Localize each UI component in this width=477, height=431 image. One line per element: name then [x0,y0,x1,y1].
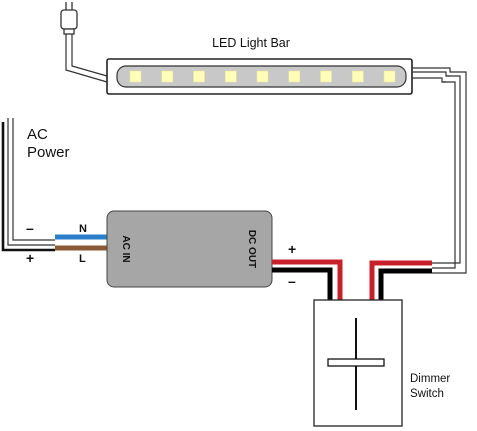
ac-power-label-line2: Power [27,144,70,161]
led-chip [225,70,237,83]
led-chip [288,70,301,83]
led-light-bar [106,58,413,95]
dc-out-label: DC OUT [246,230,257,268]
dc-wire-red [272,259,343,300]
ac-power-label-line1: AC [27,126,48,143]
led-bar-output-wire [412,67,467,274]
dc-plus-label: + [288,241,296,257]
dc-minus-label: – [288,273,296,289]
led-chip [320,70,332,83]
l-label: L [79,253,86,265]
dimmer-wire-red [369,260,432,300]
led-chip [383,70,396,83]
led-driver [106,210,273,288]
dc-wire-black [272,267,333,300]
dimmer-knob [327,358,385,367]
ac-wire-outer [1,122,55,252]
n-label: N [79,223,87,235]
ac-power-wires [1,118,107,252]
led-chip [129,70,142,83]
led-chip [161,70,174,83]
led-bar-label: LED Light Bar [212,36,290,50]
dimmer-label-line1: Dimmer [410,373,450,385]
dimmer-wire-black [378,268,432,300]
led-chips [129,70,396,83]
led-chip [351,70,364,83]
dimmer-label-line2: Switch [410,388,444,400]
plug-connector [60,2,108,83]
dc-output-wires [272,259,343,300]
led-chip [256,70,269,83]
dimmer-led-wires [369,260,432,300]
ac-minus-label: – [26,220,34,236]
led-chip [193,70,205,83]
driver-box [106,210,273,288]
ac-plus-label: + [26,250,34,266]
dimmer-switch [313,299,403,427]
ac-in-label: AC IN [120,235,131,262]
